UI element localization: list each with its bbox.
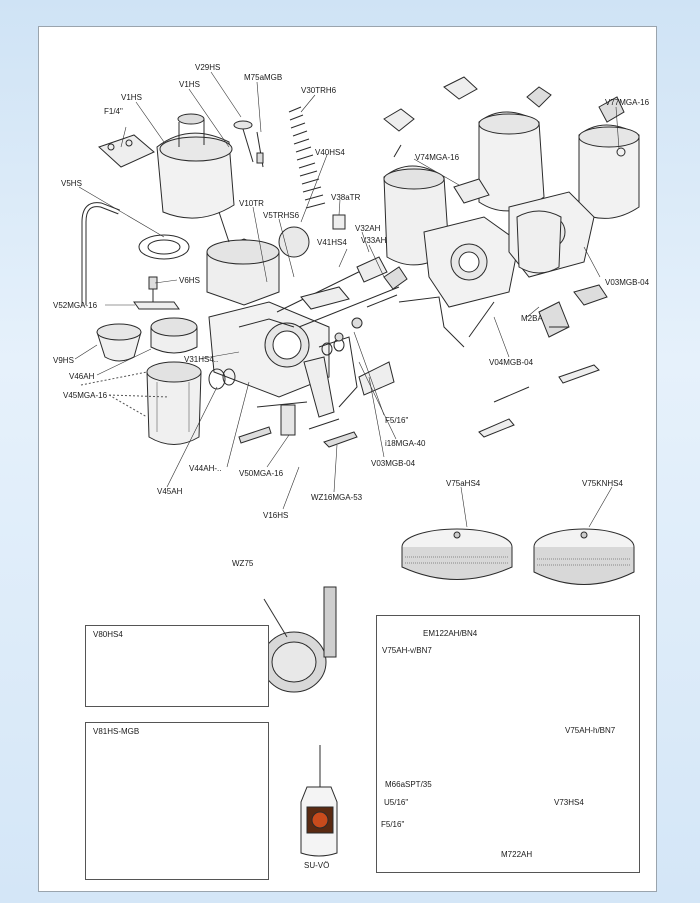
label-v46ah: V46AH <box>69 372 95 381</box>
label-v41hs4: V41HS4 <box>317 238 347 247</box>
label-v6hs: V6HS <box>179 276 200 285</box>
label-v75ahh: V75AH-h/BN7 <box>565 726 616 735</box>
label-v5trhs6: V5TRHS6 <box>263 211 300 220</box>
label-v30trh6: V30TRH6 <box>301 86 337 95</box>
label-i18mga40: i18MGA-40 <box>385 439 426 448</box>
label-v04mgb04: V04MGB-04 <box>489 358 534 367</box>
gasket-kit-box-v81hs-mgb <box>85 722 269 880</box>
gasket-kit-box-v80hs4 <box>85 625 269 707</box>
label-f1-4: F1/4" <box>104 107 123 116</box>
label-wz75: WZ75 <box>232 559 254 568</box>
label-m66aspt: M66aSPT/35 <box>385 780 432 789</box>
label-v9hs: V9HS <box>53 356 74 365</box>
label-v75ahs4: V75aHS4 <box>446 479 481 488</box>
label-m75amgb: M75aMGB <box>244 73 283 82</box>
air-filter-box <box>376 615 640 873</box>
label-v75knhs4: V75KNHS4 <box>582 479 623 488</box>
label-v75ahv: V75AH-v/BN7 <box>382 646 432 655</box>
label-v45ah: V45AH <box>157 487 183 496</box>
label-v29hs: V29HS <box>195 63 221 72</box>
label-v45mga16: V45MGA-16 <box>63 391 108 400</box>
label-v73hs4: V73HS4 <box>554 798 584 807</box>
label-suvo: SU-VÖ <box>304 861 330 870</box>
label-v44ah: V44AH-.. <box>189 464 222 473</box>
label-f5-16-b: F5/16" <box>381 820 405 829</box>
label-f5-16-a: F5/16" <box>385 416 409 425</box>
label-m2ba: M2BA <box>521 314 543 323</box>
label-v32ah: V32AH <box>355 224 381 233</box>
label-v81hs-mgb: V81HS-MGB <box>93 727 140 736</box>
label-v80hs4: V80HS4 <box>93 630 123 639</box>
label-em122ah: EM122AH/BN4 <box>423 629 478 638</box>
label-v38atr: V38aTR <box>331 193 361 202</box>
label-v52mga16: V52MGA-16 <box>53 301 98 310</box>
label-u5-16: U5/16" <box>384 798 409 807</box>
label-v03mgb04-b: V03MGB-04 <box>605 278 650 287</box>
label-v10tr: V10TR <box>239 199 264 208</box>
label-v40hs4: V40HS4 <box>315 148 345 157</box>
label-v16hs: V16HS <box>263 511 289 520</box>
label-v03mgb04-a: V03MGB-04 <box>371 459 416 468</box>
label-m722ah: M722AH <box>501 850 533 859</box>
catalog-page: V29HS M75aMGB V1HS V1HS V30TRH6 F1/4" V4… <box>38 26 657 892</box>
label-v1hs-a: V1HS <box>121 93 142 102</box>
label-v33ah: V33AH <box>361 236 387 245</box>
label-v5hs: V5HS <box>61 179 82 188</box>
label-v50mga16: V50MGA-16 <box>239 469 284 478</box>
label-v77mga16: V77MGA-16 <box>605 98 650 107</box>
label-v1hs-b: V1HS <box>179 80 200 89</box>
label-v31hs4: V31HS4.. <box>184 355 219 364</box>
label-v74mga16: V74MGA-16 <box>415 153 460 162</box>
label-wz16mga53: WZ16MGA-53 <box>311 493 363 502</box>
